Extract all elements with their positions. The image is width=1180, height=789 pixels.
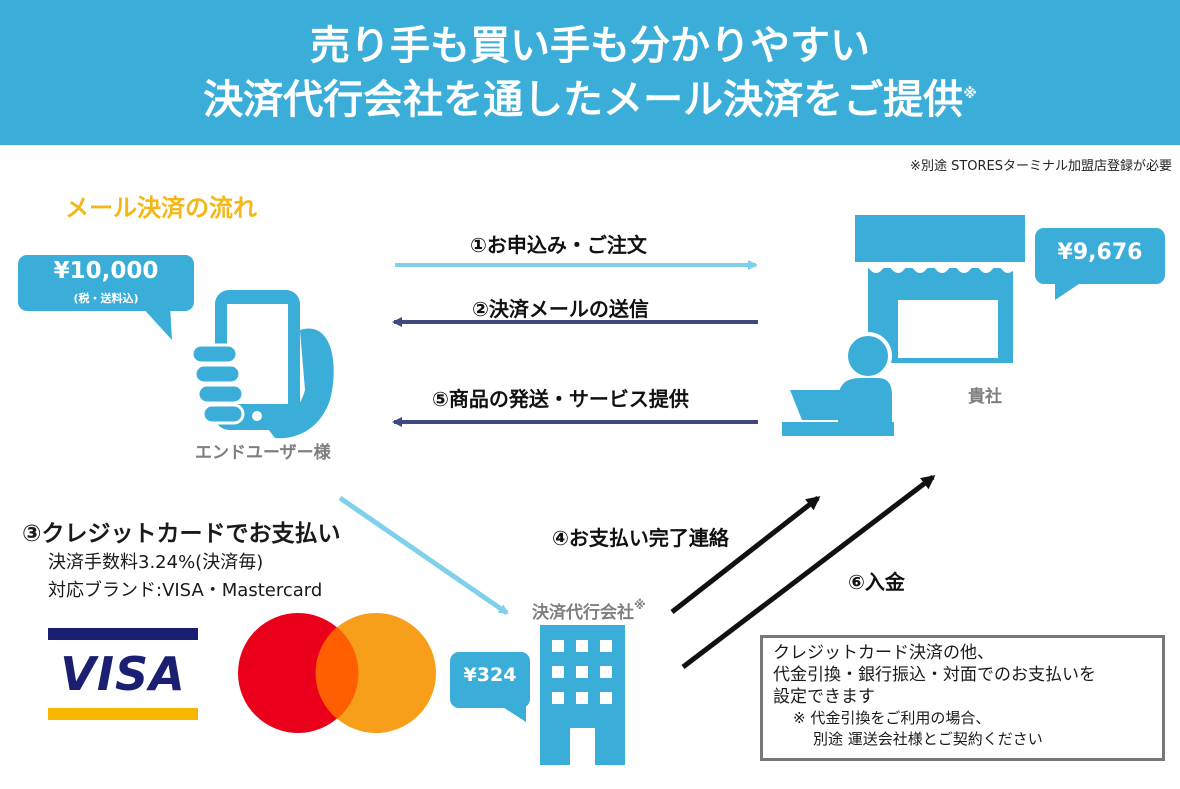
arrow-card-payment <box>338 495 509 616</box>
payment-options-note: クレジットカード決済の他、 代金引換・銀行振込・対面でのお支払いを 設定できます… <box>760 635 1165 761</box>
note-line-5: 別途 運送会社様とご契約ください <box>813 730 1043 748</box>
note-line-4: ※ 代金引換をご利用の場合、 <box>793 709 991 727</box>
processor-fee-bubble <box>450 652 530 722</box>
note-line-1: クレジットカード決済の他、 <box>773 643 994 663</box>
step-2-label: ②決済メールの送信 <box>472 297 649 321</box>
end-user-amount: ¥10,000 <box>53 258 159 284</box>
note-line-2: 代金引換・銀行振込・対面でのお支払いを <box>773 665 1096 685</box>
visa-logo-text: VISA <box>60 647 186 701</box>
title-line-1: 売り手も買い手も分かりやすい <box>310 23 870 69</box>
company-price-bubble <box>1035 228 1165 300</box>
end-user-amount-note: (税・送料込) <box>73 292 139 305</box>
smartphone-hand-icon <box>190 290 334 439</box>
processor-label: 決済代行会社※ <box>532 598 646 623</box>
step-1-label: ①お申込み・ご注文 <box>470 233 647 257</box>
payment-heading: ③クレジットカードでお支払い <box>22 521 341 547</box>
header-banner <box>0 0 1180 145</box>
title-footnote-mark: ※ <box>963 86 977 102</box>
processor-label-text: 決済代行会社 <box>532 603 634 623</box>
end-user-label: エンドユーザー様 <box>195 443 331 463</box>
arrow-payment-complete <box>670 496 821 614</box>
title-line-2: 決済代行会社を通したメール決済をご提供※ <box>0 76 1180 124</box>
payment-brands: 対応ブランド:VISA・Mastercard <box>48 580 323 601</box>
arrow-deposit <box>681 475 936 669</box>
note-line-3: 設定できます <box>773 687 875 707</box>
processor-fee-amount: ¥324 <box>463 664 517 686</box>
payment-fee: 決済手数料3.24%(決済毎) <box>48 552 264 573</box>
step-4-label: ④お支払い完了連絡 <box>552 526 729 550</box>
end-user-price-bubble <box>18 255 194 340</box>
company-label: 貴社 <box>968 387 1002 407</box>
step-6-label: ⑥入金 <box>848 570 905 594</box>
top-footnote: ※別途 STORESターミナル加盟店登録が必要 <box>910 159 1172 174</box>
visa-logo <box>48 628 198 720</box>
shop-icon <box>782 215 1025 436</box>
flow-heading: メール決済の流れ <box>65 194 257 222</box>
company-amount: ¥9,676 <box>1057 240 1143 265</box>
processor-footnote-mark: ※ <box>634 598 646 612</box>
building-icon <box>540 625 625 765</box>
title-line-2-text: 決済代行会社を通したメール決済をご提供 <box>203 77 964 123</box>
mastercard-logo <box>238 613 436 733</box>
step-5-label: ⑤商品の発送・サービス提供 <box>432 387 689 411</box>
